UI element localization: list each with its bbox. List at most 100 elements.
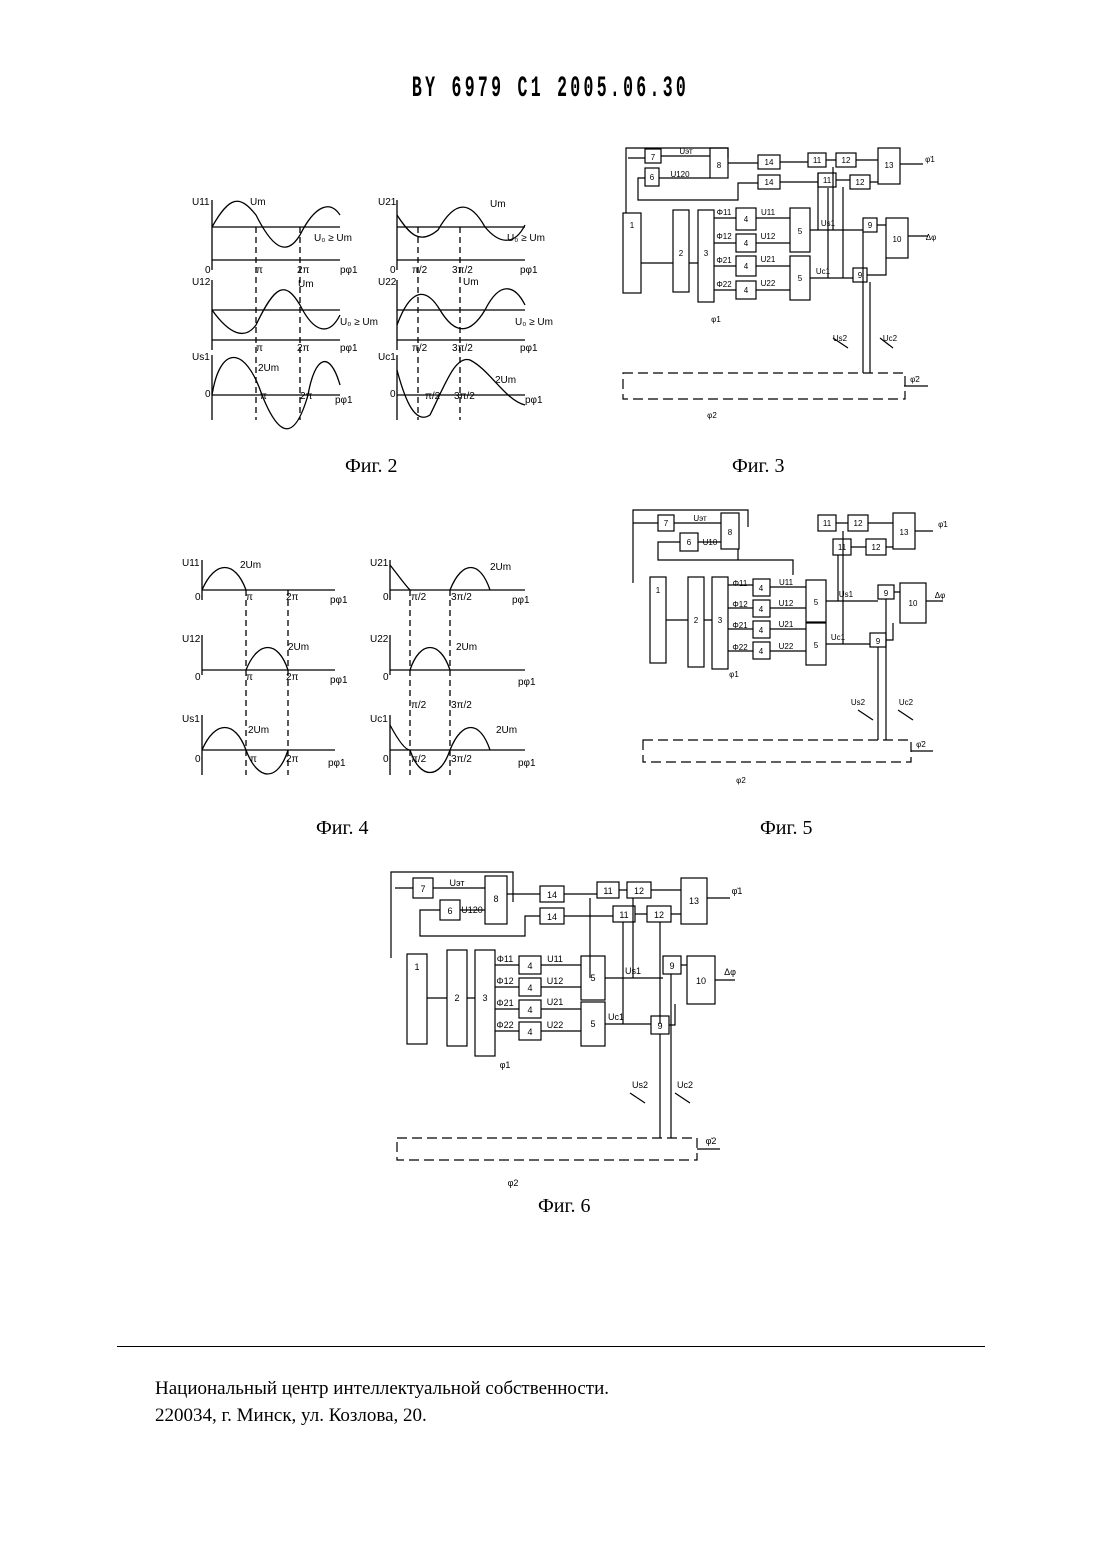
svg-text:5: 5 [814,598,819,607]
svg-text:Um: Um [250,197,266,208]
svg-text:φ2: φ2 [707,411,717,420]
svg-text:12: 12 [872,543,881,552]
svg-text:Δφ: Δφ [724,967,736,977]
svg-text:5: 5 [590,973,595,983]
footer-line-1: Национальный центр интеллектуальной собс… [155,1378,609,1400]
svg-text:π/2: π/2 [411,700,427,711]
svg-text:Um: Um [490,199,506,210]
svg-text:π/2: π/2 [425,391,441,402]
svg-text:0: 0 [195,592,201,603]
svg-text:2π: 2π [297,343,310,354]
svg-text:Uc2: Uc2 [677,1080,693,1090]
svg-text:10: 10 [696,976,706,986]
svg-text:6: 6 [447,906,452,916]
svg-text:φ̇2: φ̇2 [910,375,920,384]
svg-text:π/2: π/2 [412,265,428,276]
svg-text:Us1: Us1 [192,352,210,363]
svg-text:U22: U22 [779,642,794,651]
svg-text:U11: U11 [182,558,200,569]
svg-text:φ2: φ2 [736,776,746,785]
svg-text:3π/2: 3π/2 [452,265,473,276]
svg-text:11: 11 [603,886,612,896]
svg-text:3: 3 [482,993,487,1003]
svg-text:4: 4 [744,262,749,271]
svg-text:2Um: 2Um [258,363,279,374]
svg-text:3π/2: 3π/2 [452,343,473,354]
svg-text:2Um: 2Um [456,642,477,653]
svg-text:8: 8 [493,894,498,904]
svg-text:5: 5 [814,641,819,650]
svg-text:14: 14 [547,890,557,900]
svg-text:π: π [246,672,253,683]
svg-text:φ1: φ1 [711,315,721,324]
svg-text:4: 4 [527,1005,532,1015]
svg-text:π: π [256,343,263,354]
svg-text:2Um: 2Um [288,642,309,653]
svg-text:10: 10 [893,235,902,244]
figure-2-waveforms: U11 U12 Us1 U21 U22 Uc1 Um Um 2Um Um Um … [190,185,560,435]
svg-text:Φ11: Φ11 [497,954,514,964]
svg-text:Φ21: Φ21 [496,998,513,1008]
svg-text:φ̇1: φ̇1 [925,155,935,164]
svg-text:Φ12: Φ12 [716,232,732,241]
svg-text:8: 8 [717,161,722,170]
svg-text:U22: U22 [547,1020,564,1030]
svg-text:Φ22: Φ22 [732,643,748,652]
footer-line-2: 220034, г. Минск, ул. Козлова, 20. [155,1405,427,1427]
svg-text:5: 5 [590,1019,595,1029]
svg-text:U120: U120 [670,170,690,179]
svg-text:9: 9 [657,1021,662,1031]
svg-text:U11: U11 [547,954,563,964]
svg-text:U₀ ≥ Um: U₀ ≥ Um [507,233,545,244]
svg-text:2π: 2π [300,391,313,402]
svg-text:U22: U22 [370,634,389,645]
svg-text:Φ12: Φ12 [496,976,513,986]
svg-text:Uc1: Uc1 [370,714,388,725]
svg-text:3π/2: 3π/2 [451,592,472,603]
svg-text:Φ11: Φ11 [717,208,732,217]
svg-text:U11: U11 [779,578,794,587]
svg-text:Us1: Us1 [839,590,854,599]
svg-text:9: 9 [858,271,863,280]
svg-text:1: 1 [656,586,661,595]
svg-text:Φ22: Φ22 [716,280,732,289]
svg-text:14: 14 [765,178,774,187]
svg-text:Δφ: Δφ [935,591,946,600]
svg-text:U22: U22 [761,279,776,288]
svg-text:4: 4 [759,626,764,635]
svg-text:U₀ ≥ Um: U₀ ≥ Um [314,233,352,244]
svg-text:U12: U12 [192,277,211,288]
svg-text:2Um: 2Um [496,725,517,736]
svg-text:9: 9 [876,637,881,646]
svg-text:11: 11 [823,176,832,185]
svg-text:2π: 2π [297,265,310,276]
svg-text:5: 5 [798,227,803,236]
svg-text:U21: U21 [547,997,564,1007]
svg-text:U₀ ≥ Um: U₀ ≥ Um [515,317,553,328]
svg-text:Φ21: Φ21 [716,256,732,265]
svg-text:11: 11 [823,519,832,528]
svg-text:10: 10 [909,599,918,608]
svg-text:13: 13 [689,896,699,906]
svg-text:pφ1: pφ1 [520,343,538,354]
svg-text:0: 0 [390,265,396,276]
svg-text:2π: 2π [286,592,299,603]
svg-text:Us2: Us2 [632,1080,648,1090]
svg-text:12: 12 [634,886,644,896]
svg-text:8: 8 [728,528,733,537]
svg-text:U12: U12 [547,976,564,986]
svg-text:5: 5 [798,274,803,283]
svg-text:1: 1 [414,962,419,972]
svg-text:φ1: φ1 [729,670,739,679]
svg-text:6: 6 [650,173,655,182]
svg-text:4: 4 [744,239,749,248]
svg-text:U11: U11 [761,208,776,217]
svg-text:pφ1: pφ1 [518,677,536,688]
svg-text:φ̇1: φ̇1 [732,886,743,896]
svg-text:3π/2: 3π/2 [451,754,472,765]
svg-text:7: 7 [420,884,425,894]
svg-text:φ̇1: φ̇1 [938,520,948,529]
svg-text:0: 0 [383,592,389,603]
svg-text:U21: U21 [761,255,776,264]
svg-text:4: 4 [527,1027,532,1037]
